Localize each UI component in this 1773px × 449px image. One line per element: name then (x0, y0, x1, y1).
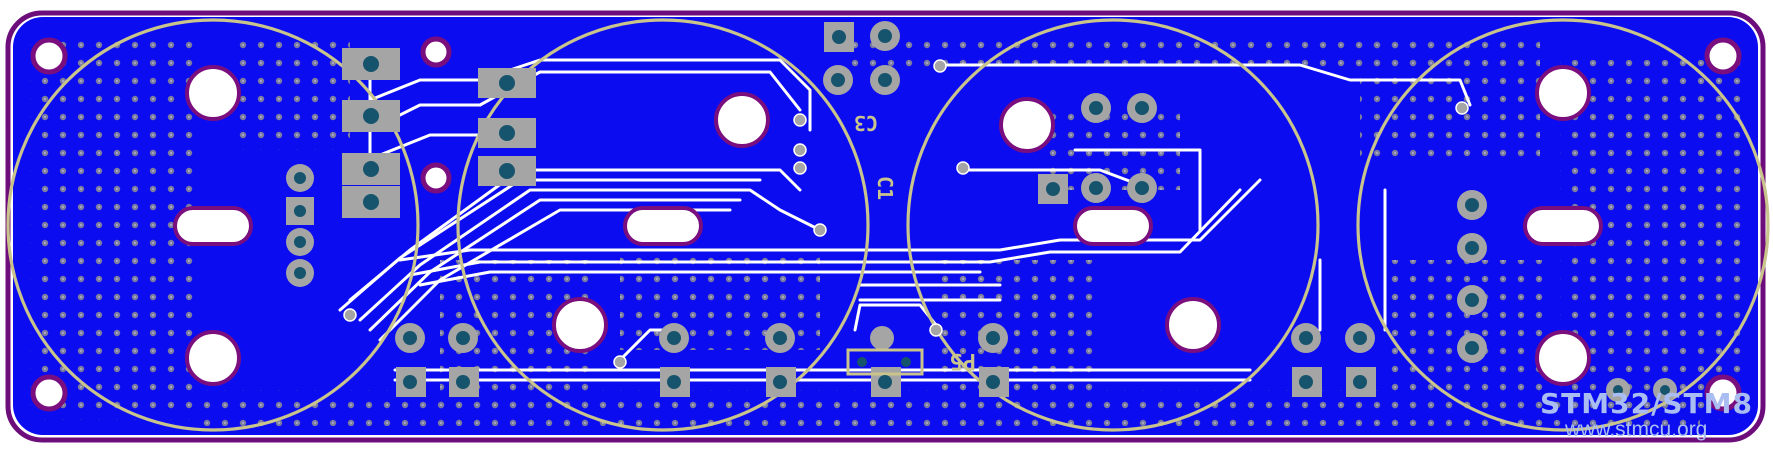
digit-3-outline (906, 18, 1320, 432)
watermark: STM32/STM8 www.stmcu.org (1540, 387, 1753, 441)
signal-vias (343, 59, 1469, 369)
display-holes (173, 65, 1603, 386)
silkscreen-labels: C3 C1 P5 (854, 111, 976, 373)
silk-ref-top: C3 (854, 111, 878, 135)
watermark-logo-text: STM32/STM8 (1540, 387, 1753, 420)
corner-mount-holes (30, 36, 1742, 412)
watermark-url: www.stmcu.org (1564, 418, 1707, 441)
digit-1-outline (6, 18, 420, 432)
pad-drills (294, 29, 1670, 395)
smd-pad-centers (363, 56, 515, 210)
silk-ref-bottom: P5 (950, 348, 977, 373)
digit-4-outline (1356, 18, 1770, 432)
display-outlines (6, 18, 1770, 432)
silk-ref-mid: C1 (873, 176, 897, 200)
digit-2-outline (456, 18, 870, 432)
